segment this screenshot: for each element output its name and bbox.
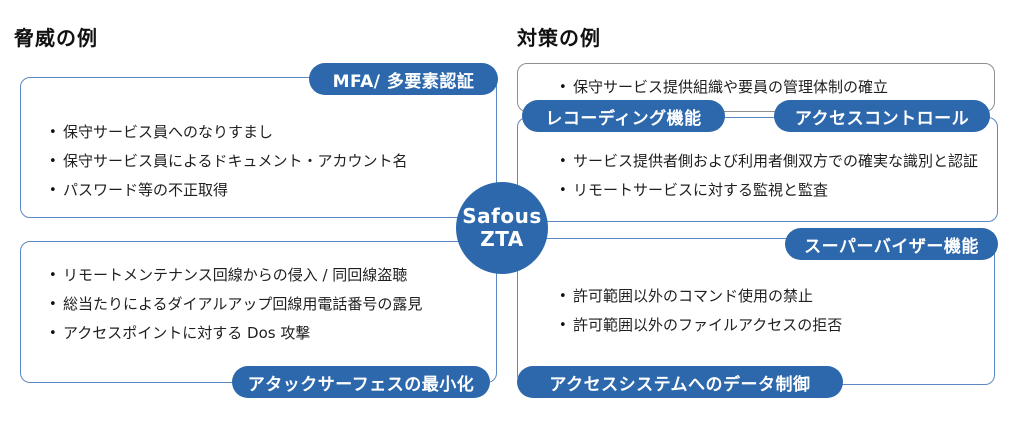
list-item-text: 許可範囲以外のファイルアクセスの拒否 (573, 316, 843, 334)
list-item: • アクセスポイントに対する Dos 攻撃 (49, 324, 496, 343)
measures-heading: 対策の例 (517, 26, 601, 50)
bullet-dot-icon: • (559, 154, 567, 169)
list-item-text: 総当たりによるダイアルアップ回線用電話番号の露見 (63, 295, 423, 313)
bullet-dot-icon: • (559, 80, 567, 95)
list-item: • 保守サービス提供組織や要員の管理体制の確立 (559, 78, 994, 97)
list-item-text: パスワード等の不正取得 (63, 181, 229, 199)
bullet-dot-icon: • (49, 326, 57, 341)
pill-attack-surface: アタックサーフェスの最小化 (232, 366, 490, 398)
measures-box-2-list: • サービス提供者側および利用者側双方での確実な識別と認証 • リモートサービス… (559, 152, 997, 200)
pill-recording: レコーディング機能 (522, 100, 725, 132)
list-item-text: 許可範囲以外のコマンド使用の禁止 (573, 287, 814, 305)
product-name-line2: ZTA (480, 227, 524, 251)
measures-box-1-list: • 保守サービス提供組織や要員の管理体制の確立 (559, 78, 994, 97)
bullet-dot-icon: • (49, 297, 57, 312)
list-item: • 総当たりによるダイアルアップ回線用電話番号の露見 (49, 295, 496, 314)
list-item: • 保守サービス員へのなりすまし (49, 123, 496, 142)
bullet-dot-icon: • (559, 289, 567, 304)
safous-zta-circle: Safous ZTA (456, 182, 548, 274)
bullet-dot-icon: • (559, 183, 567, 198)
threats-heading: 脅威の例 (14, 26, 98, 50)
list-item-text: アクセスポイントに対する Dos 攻撃 (63, 324, 311, 342)
list-item: • リモートサービスに対する監視と監査 (559, 181, 997, 200)
threats-box-2-list: • リモートメンテナンス回線からの侵入 / 同回線盗聴 • 総当たりによるダイア… (49, 266, 496, 343)
threats-box-1-list: • 保守サービス員へのなりすまし • 保守サービス員によるドキュメント・アカウン… (49, 123, 496, 200)
bullet-dot-icon: • (559, 318, 567, 333)
list-item: • 許可範囲以外のコマンド使用の禁止 (559, 287, 994, 306)
pill-access-control: アクセスコントロール (774, 100, 990, 132)
list-item: • リモートメンテナンス回線からの侵入 / 同回線盗聴 (49, 266, 496, 285)
list-item-text: 保守サービス提供組織や要員の管理体制の確立 (573, 78, 889, 96)
measures-box-2: • サービス提供者側および利用者側双方での確実な識別と認証 • リモートサービス… (517, 117, 998, 222)
threats-box-1: • 保守サービス員へのなりすまし • 保守サービス員によるドキュメント・アカウン… (20, 77, 497, 218)
list-item-text: リモートサービスに対する監視と監査 (573, 181, 829, 199)
bullet-dot-icon: • (49, 154, 57, 169)
measures-box-3: • 許可範囲以外のコマンド使用の禁止 • 許可範囲以外のファイルアクセスの拒否 (517, 238, 995, 385)
list-item: • 許可範囲以外のファイルアクセスの拒否 (559, 316, 994, 335)
list-item: • サービス提供者側および利用者側双方での確実な識別と認証 (559, 152, 997, 171)
bullet-dot-icon: • (49, 183, 57, 198)
list-item-text: 保守サービス員によるドキュメント・アカウント名 (63, 152, 408, 170)
threats-box-2: • リモートメンテナンス回線からの侵入 / 同回線盗聴 • 総当たりによるダイア… (20, 241, 497, 383)
list-item-text: 保守サービス員へのなりすまし (63, 123, 274, 141)
list-item-text: リモートメンテナンス回線からの侵入 / 同回線盗聴 (63, 266, 408, 284)
list-item: • 保守サービス員によるドキュメント・アカウント名 (49, 152, 496, 171)
bullet-dot-icon: • (49, 125, 57, 140)
pill-mfa: MFA/ 多要素認証 (309, 63, 498, 95)
list-item: • パスワード等の不正取得 (49, 181, 496, 200)
bullet-dot-icon: • (49, 268, 57, 283)
product-name-line1: Safous (462, 204, 542, 228)
pill-data-control: アクセスシステムへのデータ制御 (517, 366, 843, 398)
measures-box-3-list: • 許可範囲以外のコマンド使用の禁止 • 許可範囲以外のファイルアクセスの拒否 (559, 287, 994, 335)
list-item-text: サービス提供者側および利用者側双方での確実な識別と認証 (573, 152, 979, 170)
pill-supervisor: スーパーバイザー機能 (785, 228, 998, 260)
